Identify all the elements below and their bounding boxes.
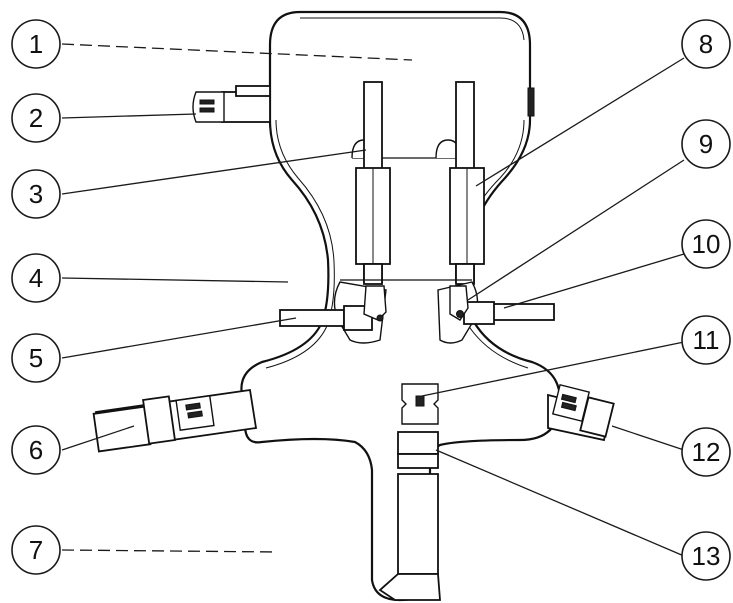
callout-4: 4 bbox=[11, 253, 61, 303]
callout-2: 2 bbox=[11, 93, 61, 143]
waist-buckle-left bbox=[279, 281, 387, 344]
callout-3-label: 3 bbox=[29, 179, 43, 209]
crotch-strap-buckle bbox=[397, 431, 439, 469]
callout-5: 5 bbox=[11, 333, 61, 383]
leader-11 bbox=[421, 341, 685, 397]
callout-6-label: 6 bbox=[29, 435, 43, 465]
waist-buckle-right bbox=[437, 281, 555, 344]
callout-3: 3 bbox=[11, 169, 61, 219]
leader-12 bbox=[611, 425, 685, 451]
side-buckle-left bbox=[192, 85, 271, 123]
callout-4-label: 4 bbox=[29, 263, 43, 293]
leader-13 bbox=[435, 449, 685, 557]
leader-9 bbox=[467, 159, 685, 301]
center-buckle-slot bbox=[415, 395, 425, 407]
backrest-top-edge bbox=[300, 17, 525, 41]
callout-8: 8 bbox=[681, 19, 731, 69]
shoulder-strap-left bbox=[355, 81, 391, 285]
leader-6 bbox=[61, 425, 135, 451]
callout-13-label: 13 bbox=[692, 541, 721, 571]
leader-1 bbox=[61, 43, 413, 61]
callout-12-label: 12 bbox=[692, 437, 721, 467]
callout-11-label: 11 bbox=[693, 325, 720, 355]
leader-2 bbox=[61, 113, 197, 119]
callout-11: 11 bbox=[681, 315, 731, 365]
callout-12: 12 bbox=[681, 427, 731, 477]
leader-7 bbox=[61, 549, 279, 553]
leader-8 bbox=[475, 57, 685, 187]
callout-9-label: 9 bbox=[699, 129, 713, 159]
callout-9: 9 bbox=[681, 119, 731, 169]
leader-lines bbox=[61, 43, 685, 557]
harness-drawing bbox=[92, 10, 615, 602]
callout-1: 1 bbox=[11, 19, 61, 69]
callout-6: 6 bbox=[11, 425, 61, 475]
side-tab-right bbox=[527, 87, 535, 117]
hip-strap-left bbox=[92, 388, 258, 453]
callouts: 1 2 3 4 5 6 7 8 9 10 11 12 13 bbox=[11, 19, 731, 581]
callout-1-label: 1 bbox=[29, 29, 43, 59]
callout-8-label: 8 bbox=[699, 29, 713, 59]
callout-10-label: 10 bbox=[692, 229, 721, 259]
hip-buckle-right bbox=[547, 383, 615, 442]
callout-10: 10 bbox=[681, 219, 731, 269]
leader-10 bbox=[503, 253, 685, 309]
crotch-strap-pad bbox=[397, 473, 439, 575]
shoulder-strap-right bbox=[449, 81, 485, 285]
callout-7: 7 bbox=[11, 525, 61, 575]
leader-3 bbox=[61, 149, 367, 195]
callout-5-label: 5 bbox=[29, 343, 43, 373]
leader-4 bbox=[61, 277, 289, 283]
callout-2-label: 2 bbox=[29, 103, 43, 133]
leader-5 bbox=[61, 317, 297, 359]
callout-13: 13 bbox=[681, 531, 731, 581]
callout-7-label: 7 bbox=[29, 535, 43, 565]
crotch-strap-loop bbox=[378, 573, 441, 601]
